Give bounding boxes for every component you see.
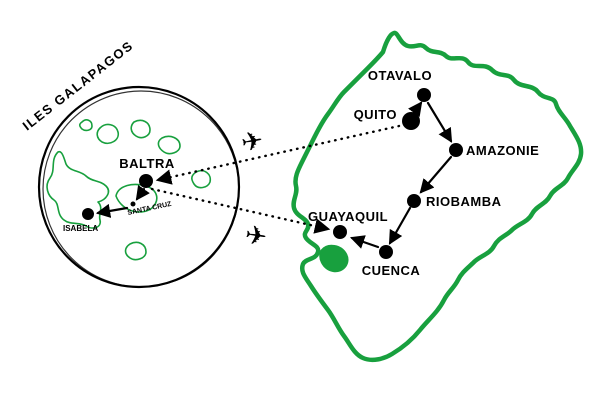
marker-riobamba <box>407 194 421 208</box>
island-isabela-shape <box>46 150 110 229</box>
marker-santa-cruz <box>130 201 136 207</box>
marker-amazonie <box>449 143 463 157</box>
ecuador-outline <box>291 30 584 363</box>
puna-island-shape <box>319 244 349 273</box>
label-cuenca: CUENCA <box>362 263 421 278</box>
galapagos-circle-sketch <box>42 90 240 288</box>
galapagos-islands <box>46 119 212 261</box>
marker-otavalo <box>417 88 431 102</box>
marker-isabela <box>82 208 94 220</box>
route-riobamba-cuenca <box>388 206 412 245</box>
route-otavalo-amazonie <box>426 101 453 143</box>
island-small-3 <box>157 135 181 155</box>
island-small-6 <box>78 119 93 132</box>
island-small-1 <box>96 123 120 145</box>
flight-baltra-guayaquil <box>150 187 331 234</box>
marker-guayaquil <box>333 225 347 239</box>
marker-quito <box>402 112 420 130</box>
airplane-icon: ✈ <box>239 125 266 158</box>
route-quito-otavalo <box>408 101 423 118</box>
island-small-2 <box>130 119 151 139</box>
label-baltra: BALTRA <box>119 156 175 171</box>
label-amazonie: AMAZONIE <box>466 143 539 158</box>
marker-baltra <box>139 174 153 188</box>
airplane-icon: ✈ <box>243 219 269 252</box>
island-santa-cruz-shape <box>115 183 158 213</box>
city-markers <box>82 88 463 259</box>
label-guayaquil: GUAYAQUIL <box>308 209 388 224</box>
label-riobamba: RIOBAMBA <box>426 194 502 209</box>
flight-routes <box>150 124 401 234</box>
route-baltra-santacruz <box>135 184 150 201</box>
route-cuenca-guayaquil <box>349 235 380 249</box>
island-small-4 <box>191 169 212 189</box>
island-small-5 <box>124 241 147 261</box>
label-otavalo: OTAVALO <box>368 68 432 83</box>
flight-quito-baltra <box>155 124 401 185</box>
route-santacruz-isabela <box>95 203 129 218</box>
label-quito: QUITO <box>354 107 397 122</box>
route-amazonie-riobamba <box>419 155 453 194</box>
land-routes <box>95 101 453 249</box>
galapagos-circle <box>37 85 241 289</box>
marker-cuenca <box>379 245 393 259</box>
label-isabela: ISABELA <box>63 224 98 233</box>
